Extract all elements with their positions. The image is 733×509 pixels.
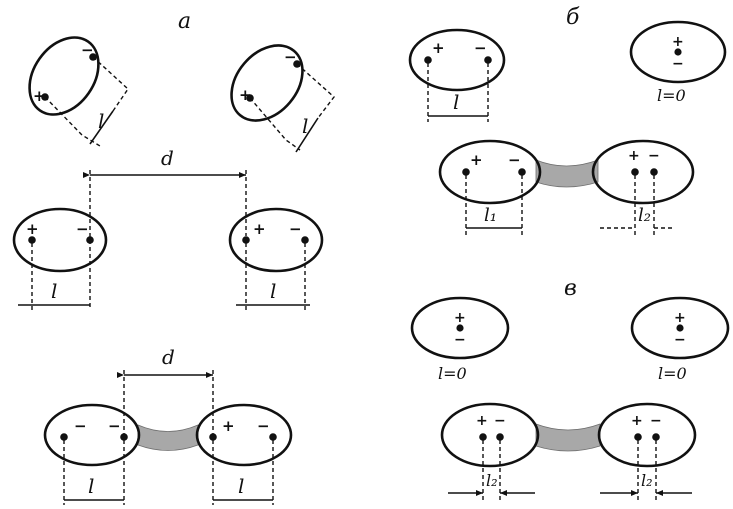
svg-text:+: + [222, 417, 235, 435]
molecule-a-middle-left: + − l [12, 207, 108, 312]
distance-d-bottom: d [117, 345, 214, 505]
svg-text:d: d [161, 146, 174, 170]
svg-text:+: + [470, 151, 483, 169]
svg-text:l=0: l=0 [658, 364, 687, 383]
svg-text:−: − [648, 148, 660, 164]
svg-text:+: + [631, 413, 643, 429]
svg-text:+: + [253, 220, 266, 238]
svg-text:−: − [650, 413, 662, 429]
svg-text:−: − [474, 39, 487, 57]
svg-text:−: − [508, 151, 521, 169]
svg-text:l: l [302, 114, 308, 138]
bonded-pair-a: − − + − l l [43, 403, 293, 505]
svg-text:−: − [76, 220, 89, 238]
molecule-b-top-right: + − l=0 [629, 20, 727, 105]
svg-text:−: − [494, 413, 506, 429]
svg-text:−: − [81, 41, 94, 59]
tilted-molecule-right: − + l [230, 44, 335, 153]
molecule-b-top-left: + − l [408, 28, 506, 122]
bonded-pair-b: + − + − l₁ l₂ [438, 139, 695, 235]
molecule-c-top-right: + − l=0 [630, 296, 730, 383]
svg-text:l₂: l₂ [641, 471, 653, 490]
svg-text:l: l [98, 109, 104, 133]
svg-text:l: l [238, 474, 244, 498]
tilted-molecule-left: − + l [28, 36, 129, 147]
svg-text:l=0: l=0 [657, 86, 686, 105]
svg-text:−: − [672, 56, 684, 72]
svg-text:−: − [674, 332, 686, 348]
svg-text:l: l [270, 279, 276, 303]
svg-text:l₂: l₂ [638, 205, 651, 226]
svg-text:d: d [162, 345, 175, 369]
svg-text:+: + [33, 87, 46, 105]
svg-text:l₁: l₁ [484, 205, 497, 226]
svg-text:+: + [454, 310, 466, 326]
svg-text:+: + [26, 220, 39, 238]
svg-text:−: − [284, 48, 297, 66]
molecule-c-top-left: + − l=0 [410, 296, 510, 383]
svg-text:+: + [476, 413, 488, 429]
svg-text:l: l [453, 90, 459, 114]
svg-text:−: − [257, 417, 270, 435]
svg-text:−: − [108, 417, 121, 435]
panel-label-b: б [566, 5, 580, 30]
svg-text:l₂: l₂ [486, 471, 498, 490]
svg-text:+: + [674, 310, 686, 326]
svg-text:+: + [672, 34, 684, 50]
panel-label-a: a [178, 9, 191, 34]
svg-text:l: l [88, 474, 94, 498]
svg-text:+: + [239, 86, 252, 104]
svg-text:−: − [74, 417, 87, 435]
bonded-pair-c: + − + − l₂ l₂ [440, 402, 697, 500]
svg-text:+: + [432, 39, 445, 57]
panel-label-c: в [564, 276, 577, 301]
svg-text:−: − [454, 332, 466, 348]
svg-text:l: l [51, 279, 57, 303]
svg-text:−: − [289, 220, 302, 238]
svg-text:l=0: l=0 [438, 364, 467, 383]
svg-text:+: + [628, 148, 640, 164]
molecule-a-middle-right: + − l [228, 207, 324, 312]
distance-d-top: d [83, 146, 247, 310]
